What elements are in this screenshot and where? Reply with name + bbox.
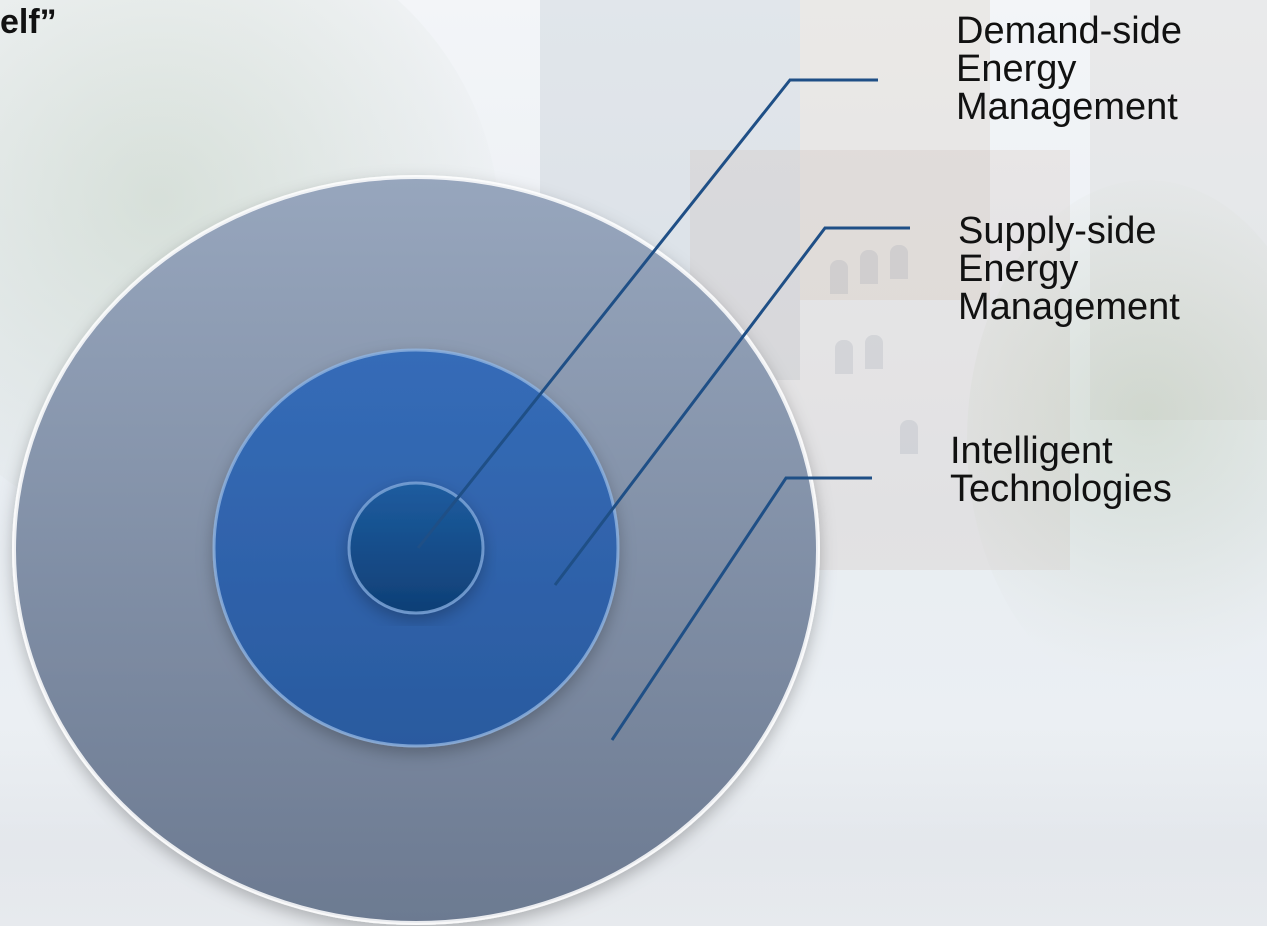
leader-line-intelligent: [610, 476, 872, 741]
leader-line-supply: [553, 226, 910, 586]
building-window: [860, 250, 878, 284]
building-window: [830, 260, 848, 294]
building-window: [900, 420, 918, 454]
label-intelligent-technologies: Intelligent Technologies: [950, 430, 1172, 510]
inner-circle-demand-side: [347, 481, 485, 615]
building-window: [890, 245, 908, 279]
building-window: [835, 340, 853, 374]
tree: [967, 180, 1267, 700]
building: [1090, 0, 1267, 420]
building: [800, 0, 990, 300]
title-fragment: elf”: [0, 3, 57, 41]
label-demand-side-energy-management: Demand-side Energy Management: [956, 10, 1182, 128]
building-window: [865, 335, 883, 369]
label-supply-side-energy-management: Supply-side Energy Management: [958, 210, 1180, 328]
leader-line-demand: [416, 78, 878, 549]
